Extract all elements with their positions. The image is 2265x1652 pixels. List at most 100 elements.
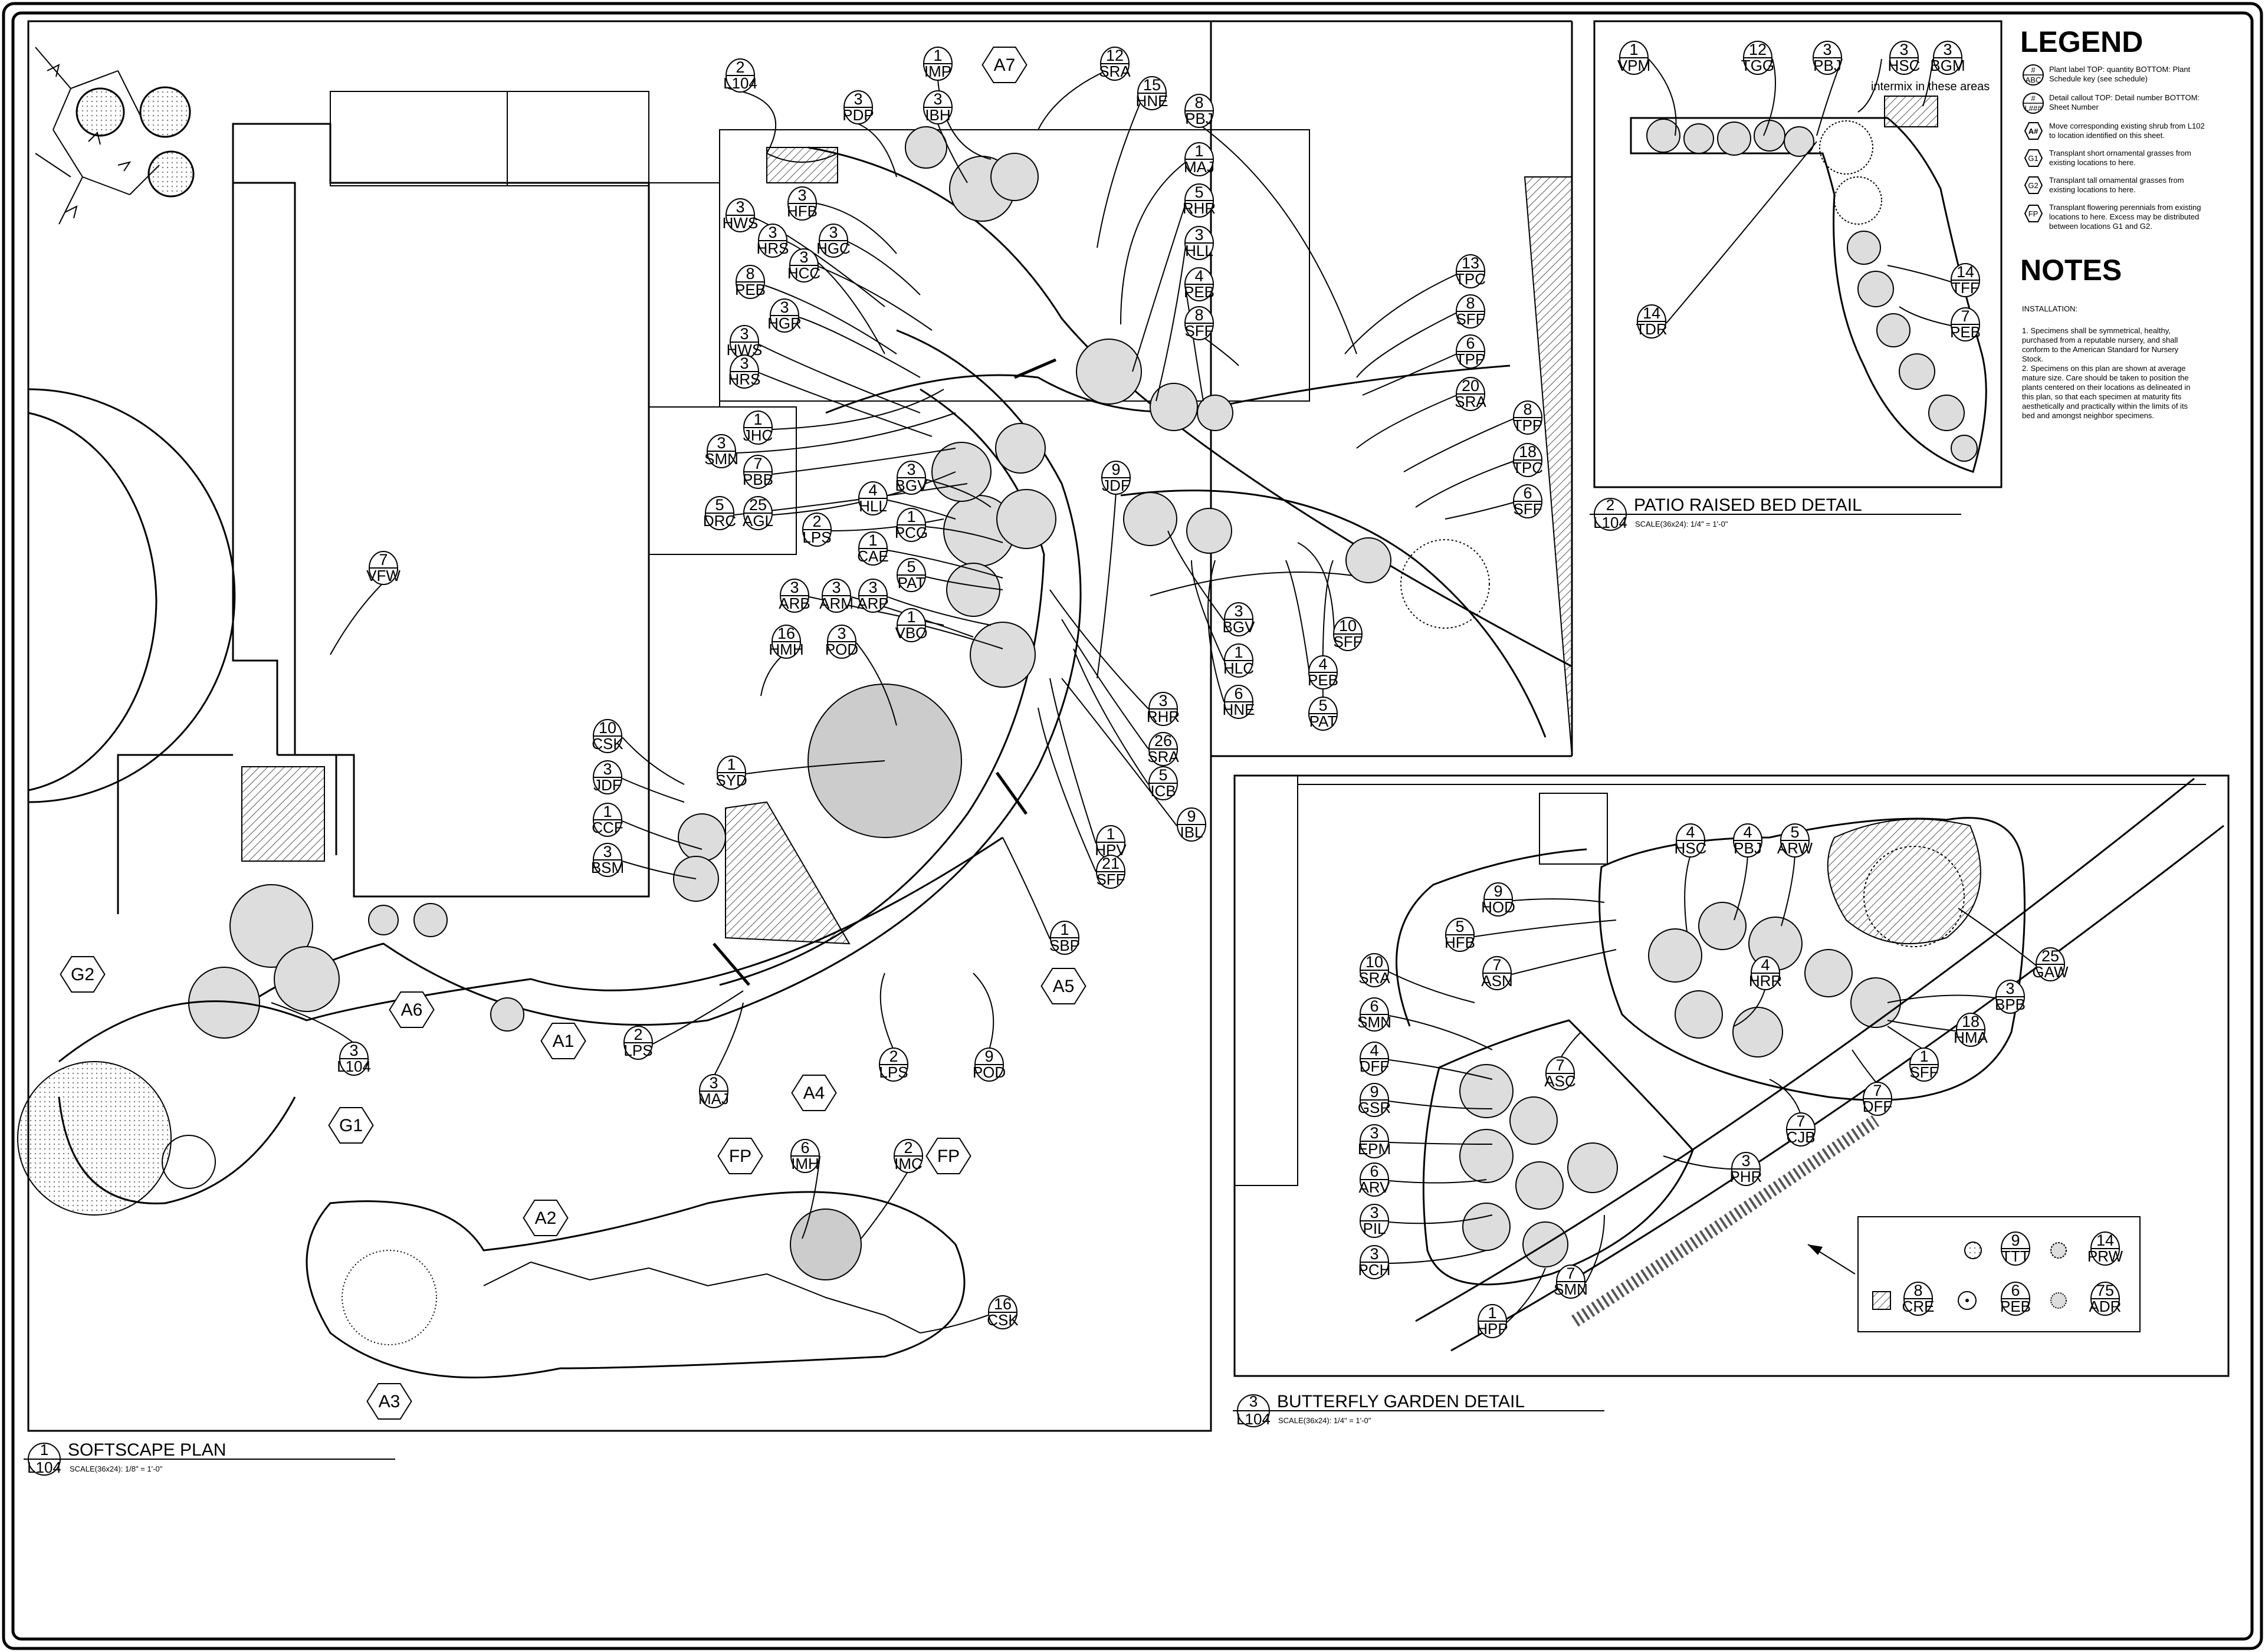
- legend-item-g1: G1 Transplant short ornamental grasses f…: [2024, 149, 2191, 167]
- plant-code: AGL: [743, 512, 773, 530]
- leader-line: [799, 317, 921, 378]
- plant-quantity: 1: [1234, 643, 1243, 661]
- plant-code: PHR: [1730, 1168, 1762, 1185]
- leader-line: [1356, 312, 1458, 378]
- leader-line: [1167, 530, 1225, 621]
- leader-line: [1511, 949, 1617, 975]
- plant-code: TTT: [2001, 1247, 2030, 1265]
- leader-line: [1097, 100, 1142, 248]
- plant-code: IMP: [924, 63, 951, 80]
- notes-line: 2. Specimens on this plan are shown at a…: [2022, 364, 2186, 373]
- plant-quantity: 12: [1749, 41, 1767, 58]
- sheet-number: L104: [1593, 514, 1627, 531]
- plant-code: BGV: [1223, 618, 1256, 636]
- leader-line: [1899, 306, 1952, 326]
- leader-line: [818, 266, 933, 331]
- plant-code: HLL: [859, 497, 887, 515]
- plant-code: L104: [723, 74, 757, 92]
- plant-code: PEB: [1950, 323, 1981, 341]
- view-title: PATIO RAISED BED DETAIL: [1634, 495, 1862, 515]
- plant-quantity: 3: [790, 579, 799, 596]
- plant-quantity: 3: [933, 90, 942, 108]
- lawn-arc: [58, 836, 1003, 1063]
- plant-code: CAE: [857, 547, 888, 565]
- plant-code: TGG: [1741, 57, 1774, 74]
- leader-line: [1781, 855, 1795, 927]
- plant-quantity: 3: [603, 760, 612, 778]
- hex-tag: A7: [982, 47, 1028, 83]
- legend-item-plant-label: # ABC Plant label TOP: quantity BOTTOM: …: [2023, 64, 2191, 86]
- leader-line: [858, 123, 897, 178]
- plant-code: PIL: [1363, 1220, 1386, 1237]
- hex-tag-label: A1: [553, 1032, 575, 1051]
- plant-code: PBJ: [1813, 57, 1841, 74]
- plant-quantity: 3: [740, 354, 749, 372]
- legend-text: Transplant short ornamental grasses from: [2049, 149, 2191, 157]
- plant-code: PBB: [743, 471, 773, 488]
- leader-line: [802, 1155, 820, 1239]
- plant-code: PEB: [1308, 671, 1338, 689]
- lower-bed: [306, 1191, 966, 1379]
- notes-line: Stock.: [2022, 354, 2043, 363]
- leader-line: [622, 778, 685, 803]
- hex-tag: A1: [540, 1023, 586, 1059]
- plant-code: DFF: [1863, 1098, 1893, 1115]
- plant-code: L104: [337, 1057, 371, 1075]
- plant-code: CSK: [592, 735, 623, 753]
- plant-code: ADR: [2089, 1298, 2122, 1315]
- plant-quantity: 2: [736, 58, 744, 76]
- plant-quantity: 5: [907, 558, 915, 576]
- legend-symbol-top: #: [2031, 65, 2036, 74]
- plant-code: PBJ: [1185, 110, 1213, 127]
- legend-symbol: G1: [2028, 154, 2038, 163]
- leader-line: [1061, 678, 1177, 826]
- leader-line: [1191, 560, 1225, 661]
- plant-quantity: 3: [868, 579, 877, 596]
- notes-line: aesthetically and practically within the…: [2022, 402, 2188, 410]
- plant-code: IBL: [1180, 823, 1203, 841]
- leader-line: [1388, 1059, 1493, 1080]
- leader-line: [1666, 141, 1817, 324]
- view-scale: SCALE(36x24): 1/4" = 1'-0": [1635, 520, 1728, 528]
- legend-symbol-bottom: L###: [2025, 104, 2043, 113]
- leader-line: [861, 1170, 909, 1239]
- legend-title: LEGEND: [2020, 25, 2143, 58]
- plant-code: HRS: [757, 239, 789, 257]
- plant-code: VBO: [895, 624, 928, 642]
- legend-symbol: A#: [2028, 127, 2038, 136]
- plant-code: BGM: [1930, 57, 1965, 74]
- legend-text: Transplant tall ornamental grasses from: [2049, 176, 2184, 185]
- legend-text: existing locations to here.: [2049, 158, 2136, 167]
- plant-code: ARW: [1777, 839, 1813, 857]
- plant-quantity: 5: [1790, 823, 1799, 841]
- hex-tag-label: FP: [937, 1147, 960, 1166]
- plant-code: CRE: [1902, 1298, 1935, 1315]
- hex-tag-label: A3: [379, 1392, 401, 1411]
- hex-tag: FP: [925, 1138, 971, 1174]
- leader-line: [1958, 908, 2037, 966]
- plant-code: MAJ: [698, 1090, 729, 1108]
- plant-code: RHR: [1183, 199, 1216, 217]
- plant-quantity: 6: [1523, 484, 1532, 502]
- hex-tag: FP: [717, 1138, 763, 1174]
- plant-code: HWS: [723, 214, 759, 232]
- plant-quantity: 7: [379, 551, 388, 569]
